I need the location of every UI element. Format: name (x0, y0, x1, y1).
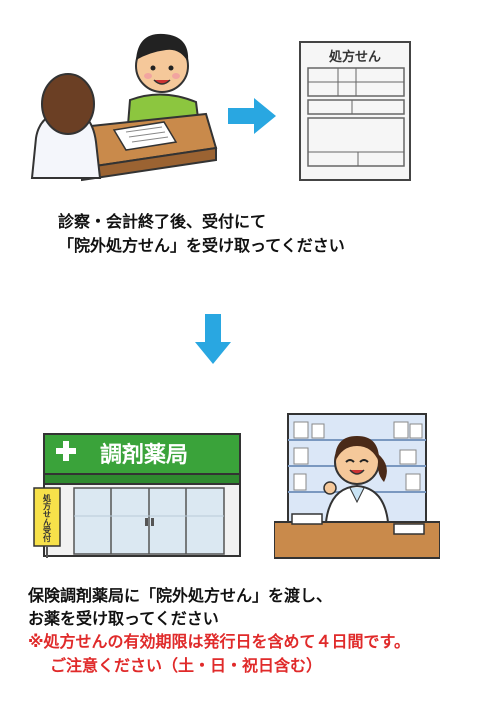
notice-line2: ご注意ください（土・日・祝日含む） (50, 655, 323, 675)
pharmacist-illustration (274, 413, 440, 559)
arrow-right-icon (228, 98, 276, 134)
step1-line2: 「院外処方せん」を受け取ってください (58, 236, 345, 255)
pharmacy-banner-text: 処方せん受付 (42, 493, 52, 543)
step2-caption: 保険調剤薬局に「院外処方せん」を渡し、 お薬を受け取ってください ※処方せんの有… (28, 584, 410, 677)
step2-line2: お薬を受け取ってください (28, 609, 219, 629)
prescription-form-title: 処方せん (328, 49, 381, 65)
prescription-form-illustration: 処方せん (299, 41, 411, 181)
reception-illustration (30, 33, 218, 182)
pharmacy-building-illustration: 調剤薬局 処方せん受付 (33, 433, 241, 558)
step1-caption: 診察・会計終了後、受付にて 「院外処方せん」を受け取ってください (58, 210, 345, 258)
pharmacy-sign-text: 調剤薬局 (100, 442, 188, 468)
notice-line1: ※処方せんの有効期限は発行日を含めて４日間です。 (28, 632, 410, 652)
arrow-down-icon (195, 314, 231, 364)
step1-line1: 診察・会計終了後、受付にて (58, 212, 267, 231)
step2-line1: 保険調剤薬局に「院外処方せん」を渡し、 (28, 586, 333, 605)
